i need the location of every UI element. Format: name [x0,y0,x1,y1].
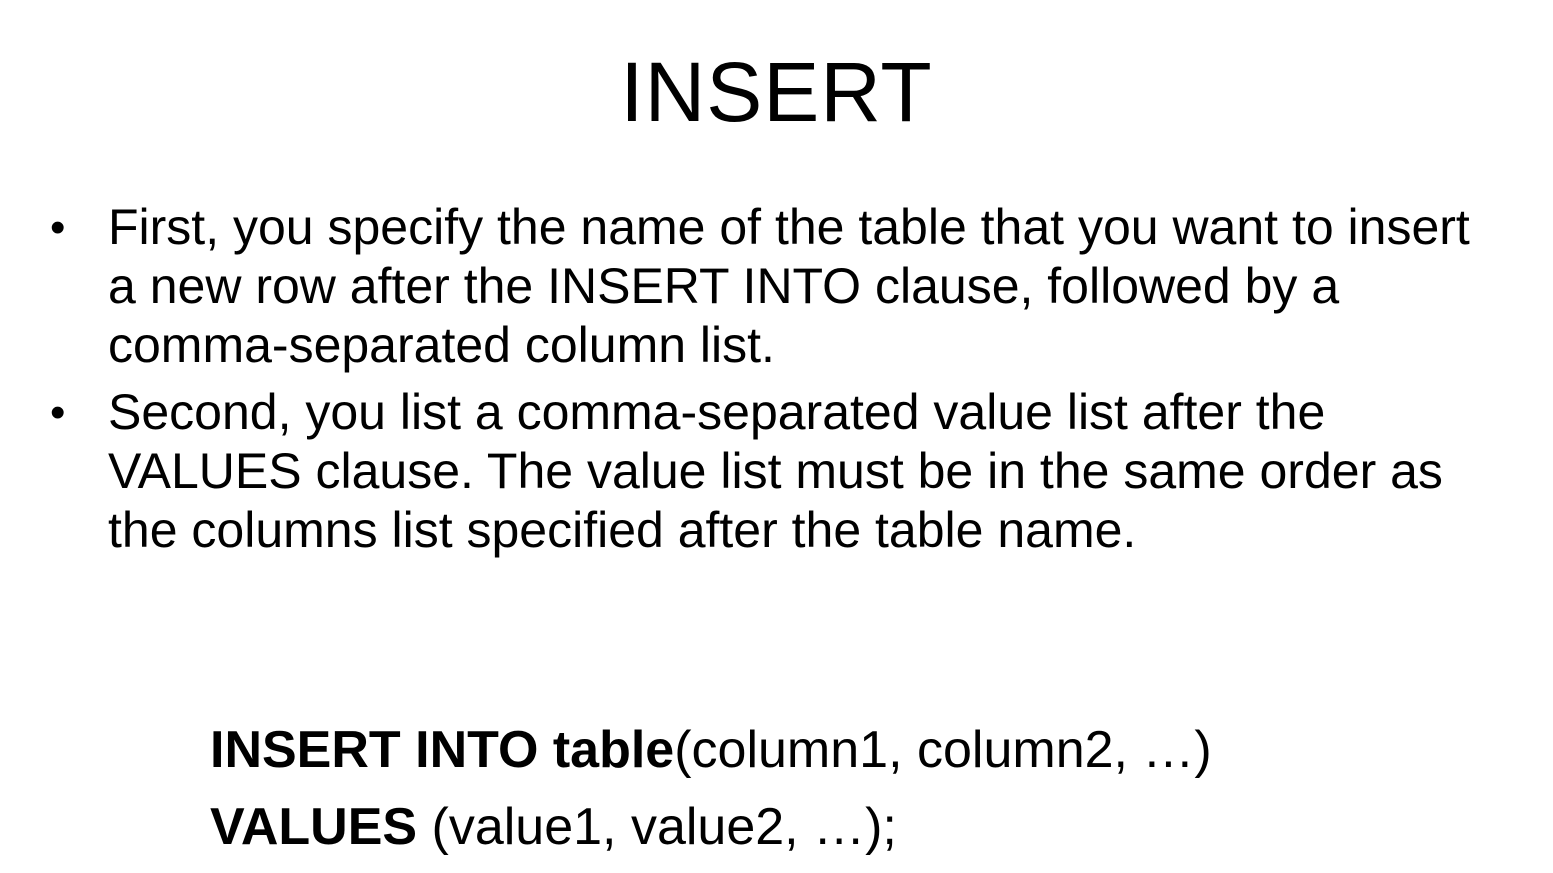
syntax-keyword-values: VALUES [210,798,418,856]
bullet-item-1: • First, you specify the name of the tab… [46,198,1506,375]
bullet-dot-icon: • [50,388,66,437]
bullet-text-1: First, you specify the name of the table… [108,199,1470,373]
syntax-keyword-insert-into: INSERT INTO table [210,721,675,779]
bullet-text-2: Second, you list a comma-separated value… [108,384,1443,558]
syntax-column-list: (column1, column2, …) [674,721,1212,779]
syntax-value-list: (value1, value2, …); [417,798,897,856]
slide-title: INSERT [620,45,933,139]
bullet-item-2: • Second, you list a comma-separated val… [46,383,1506,560]
bullet-dot-icon: • [50,203,66,252]
sql-syntax-block: INSERT INTO table(column1, column2, …) V… [210,712,1410,866]
syntax-line-2: VALUES (value1, value2, …); [210,789,1410,866]
bullet-list: • First, you specify the name of the tab… [46,198,1506,568]
syntax-line-1: INSERT INTO table(column1, column2, …) [210,712,1410,789]
